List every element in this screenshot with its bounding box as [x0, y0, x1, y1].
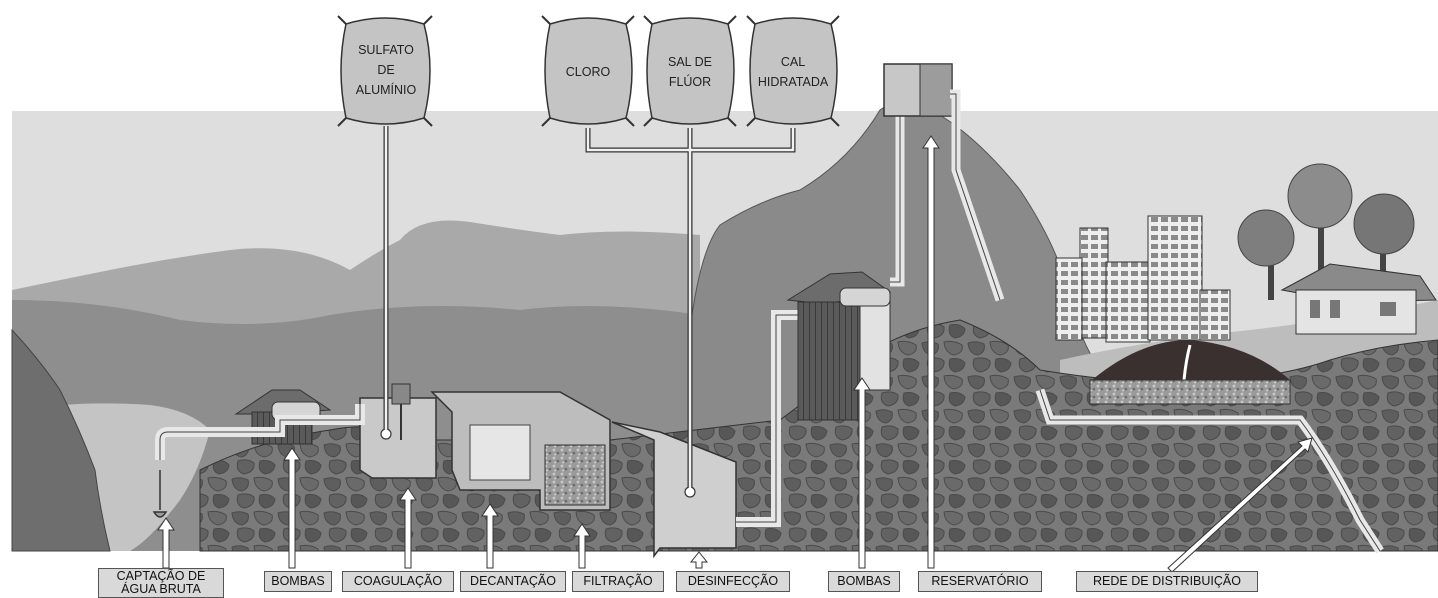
pump-house-2-pump [840, 288, 890, 306]
coagulation-tank [360, 398, 436, 478]
building-1 [1080, 228, 1108, 338]
label-captacao: CAPTAÇÃO DE ÁGUA BRUTA [98, 568, 224, 598]
disinfection-inlet [685, 487, 695, 497]
label-bombas-1: BOMBAS [264, 571, 332, 592]
road-gravel [1090, 380, 1290, 404]
pump-house-2-wall [798, 302, 860, 420]
bag-fluor-line-2: FLÚOR [669, 74, 711, 89]
label-filtracao: FILTRAÇÃO [572, 571, 664, 592]
bag-cloro: CLORO [542, 16, 634, 126]
label-bombas-2: BOMBAS [828, 571, 900, 592]
mixer-motor [392, 384, 410, 404]
label-rede: REDE DE DISTRIBUIÇÃO [1076, 571, 1258, 592]
label-reservatorio: RESERVATÓRIO [918, 571, 1042, 592]
label-coagulacao: COAGULAÇÃO [342, 571, 454, 592]
building-3 [1148, 216, 1202, 340]
pump-house-2-side [860, 300, 890, 390]
bag-sulfato-line-3: ALUMÍNIO [356, 82, 417, 97]
building-5 [1056, 258, 1082, 340]
label-desinfeccao: DESINFECÇÃO [676, 571, 790, 592]
bag-cloro-line-1: CLORO [566, 65, 611, 79]
bag-fluor: SAL DE FLÚOR [644, 16, 736, 126]
bag-sulfato-line-2: DE [377, 63, 394, 77]
reservoir-tank-front [920, 64, 952, 116]
label-decantacao: DECANTAÇÃO [460, 571, 566, 592]
bag-sulfato: SULFATO DE ALUMÍNIO [338, 16, 432, 126]
coagulation-point [381, 429, 391, 439]
bag-sulfato-line-1: SULFATO [358, 43, 414, 57]
bag-cal-line-2: HIDRATADA [758, 75, 829, 89]
bag-cal: CAL HIDRATADA [747, 16, 839, 126]
bag-fluor-line-1: SAL DE [668, 55, 712, 69]
bag-cal-line-1: CAL [781, 55, 805, 69]
building-2 [1106, 262, 1150, 342]
filter-gravel [545, 445, 605, 505]
label-captacao-line-2: ÁGUA BRUTA [103, 583, 219, 596]
building-4 [1200, 290, 1230, 340]
decantation-inner [470, 425, 530, 480]
